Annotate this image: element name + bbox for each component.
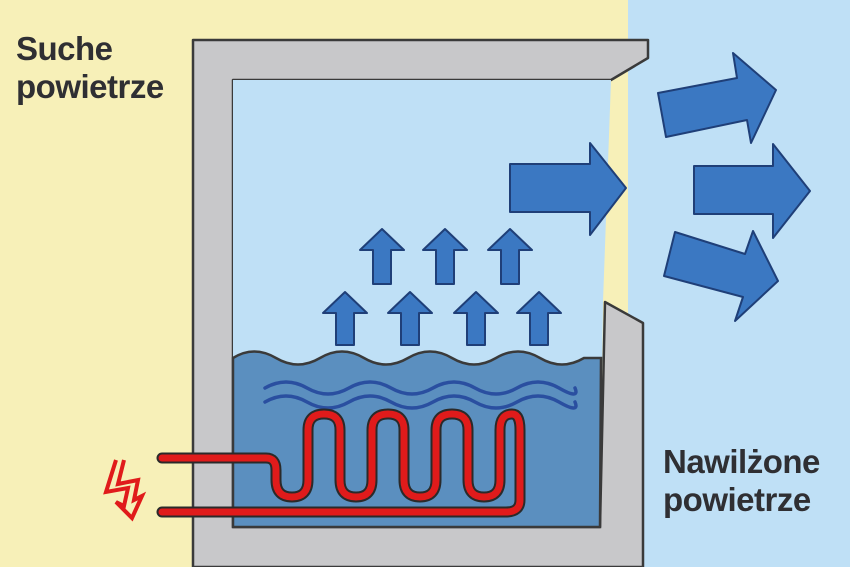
wave-line: [263, 380, 578, 396]
up-arrow-icon: [422, 228, 468, 285]
vapor-arrows: [322, 228, 562, 346]
up-arrow-icon: [359, 228, 405, 285]
dry-air-label-line: Suche: [16, 30, 113, 67]
water-waves: [263, 380, 578, 410]
up-arrow-icon: [516, 291, 562, 346]
right-arrow-icon: [663, 230, 779, 322]
right-arrow-icon: [657, 52, 777, 144]
up-arrow-icon: [322, 291, 368, 346]
lightning-bolt-icon: [103, 459, 147, 522]
up-arrow-icon: [453, 291, 499, 346]
up-arrow-icon: [487, 228, 533, 285]
humidified-air-label-line: powietrze: [663, 481, 811, 518]
humidified-air-label-line: Nawilżone: [663, 443, 820, 480]
wave-line: [263, 394, 578, 410]
right-arrow-icon: [509, 142, 627, 236]
right-arrow-icon: [693, 143, 811, 239]
dry-air-label: Suche powietrze: [16, 30, 164, 106]
humidified-air-label: Nawilżone powietrze: [663, 443, 820, 519]
up-arrow-icon: [387, 291, 433, 346]
dry-air-label-line: powietrze: [16, 68, 164, 105]
heating-coil: [156, 408, 526, 518]
outflow-arrows: [509, 52, 811, 322]
